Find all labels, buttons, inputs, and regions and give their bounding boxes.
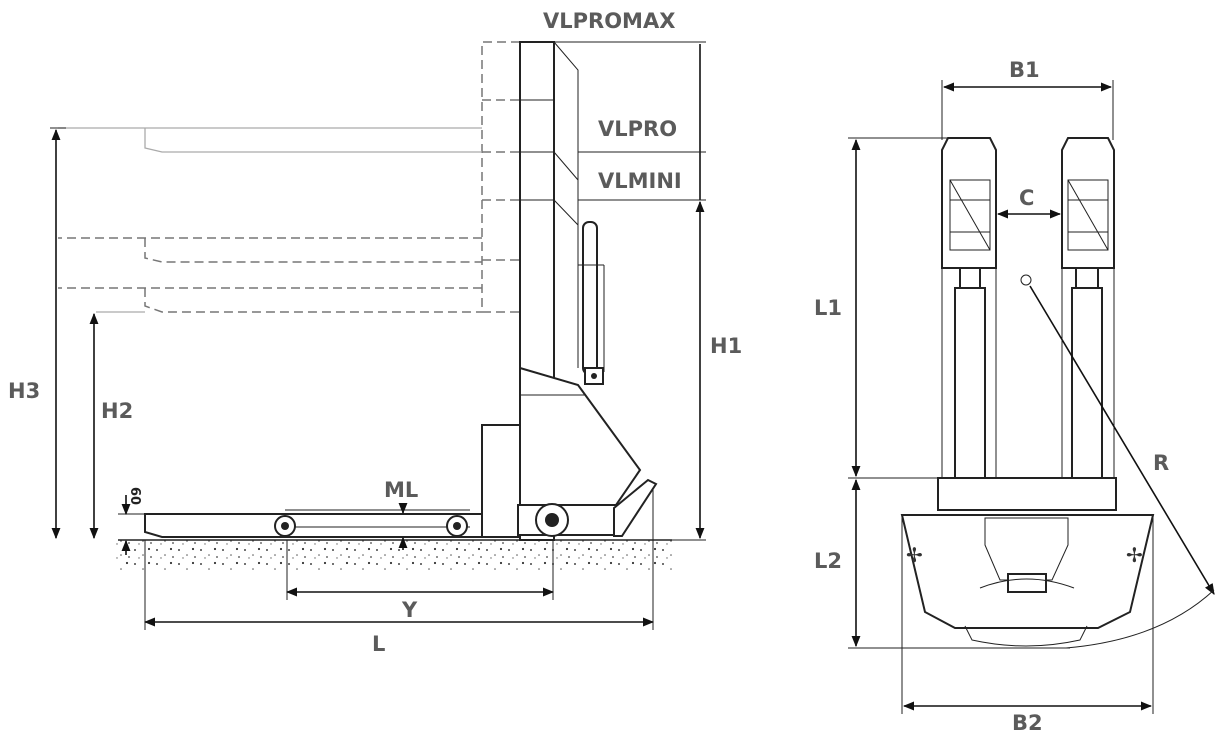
- label-l2: L2: [814, 549, 842, 573]
- dim-b1: [941, 80, 1114, 140]
- fork-right: [1061, 137, 1115, 479]
- top-view: ✢ ✢: [814, 58, 1215, 733]
- drive-housing: [481, 366, 642, 538]
- dim-b2: [901, 515, 1154, 714]
- fork-raised-top: [58, 127, 482, 153]
- drive-body-top: ✢ ✢: [900, 514, 1155, 647]
- label-60: 60: [127, 487, 142, 505]
- fork-left: [941, 137, 997, 479]
- label-vlpro: VLPRO: [598, 117, 677, 141]
- ground: [115, 539, 675, 570]
- fork-raised-mid: [58, 237, 482, 263]
- label-l1: L1: [814, 296, 842, 320]
- mast-extension-dashed: [481, 41, 520, 313]
- chassis: [517, 478, 658, 537]
- label-l: L: [372, 632, 385, 656]
- svg-text:✢: ✢: [906, 543, 923, 567]
- turning-radius: [1020, 274, 1215, 649]
- cross-bar: [937, 477, 1117, 511]
- dim-h1: [520, 41, 706, 541]
- label-y: Y: [401, 598, 418, 622]
- dim-y: [285, 540, 555, 600]
- side-view: VLPROMAX VLPRO VLMINI H1 H2 H3 ML Y L 60: [8, 9, 742, 656]
- label-h3: H3: [8, 379, 40, 403]
- label-b1: B1: [1009, 58, 1040, 82]
- dim-l: [143, 488, 655, 630]
- dim-h3: [50, 127, 66, 540]
- fork-raised-low: [58, 287, 482, 313]
- svg-text:✢: ✢: [1126, 543, 1143, 567]
- label-vlmini: VLMINI: [598, 169, 682, 193]
- label-c: C: [1019, 186, 1034, 210]
- label-h1: H1: [710, 334, 742, 358]
- label-r: R: [1153, 451, 1169, 475]
- dim-l1: [848, 137, 948, 479]
- label-ml: ML: [384, 478, 418, 502]
- label-h2: H2: [101, 399, 133, 423]
- tiller-handle: [578, 221, 605, 385]
- dim-60: [118, 495, 145, 555]
- forks: [144, 509, 483, 538]
- dim-l2: [848, 478, 1070, 649]
- label-b2: B2: [1012, 711, 1043, 733]
- label-vlpromax: VLPROMAX: [543, 9, 675, 33]
